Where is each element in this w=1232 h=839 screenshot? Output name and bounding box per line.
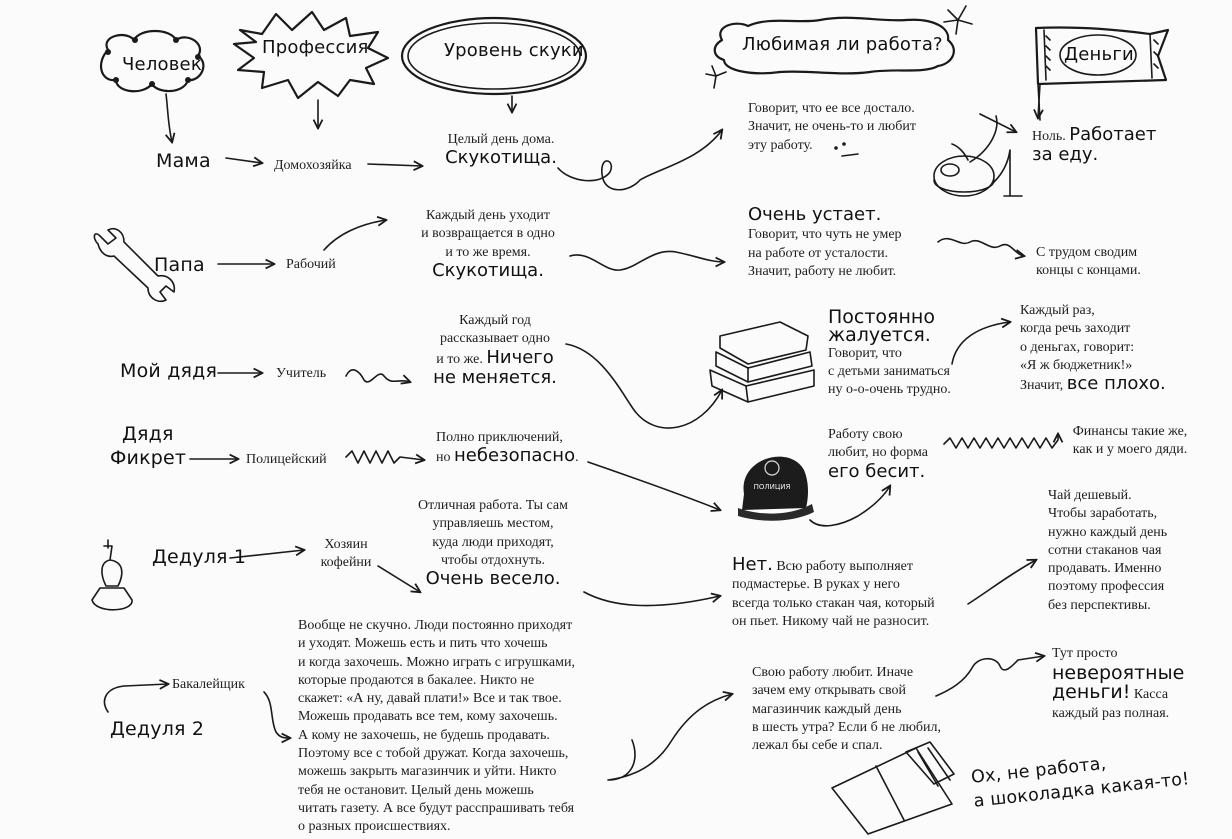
favorite-my-uncle: Постоянно жалуется. Говорит, что с детьм… (828, 308, 951, 399)
person-grandpa-1: Дедуля 1 (152, 546, 246, 568)
profession-my-uncle: Учитель (276, 365, 326, 383)
flag-shape-money (1036, 27, 1168, 120)
boredom-mom: Целый день дома. Скукотища. (426, 131, 576, 168)
header-money: Деньги (1064, 44, 1134, 65)
money-my-uncle: Каждый раз, когда речь заходит о деньгах… (1020, 302, 1166, 395)
profession-grandpa-1: Хозяин кофейни (306, 536, 386, 573)
favorite-grandpa-1: Нет. Всю работу выполняет подмастерье. В… (732, 556, 935, 631)
favorite-mom: Говорит, что ее все достало. Значит, не … (748, 100, 916, 155)
chocolate-bar-icon (832, 742, 954, 834)
boredom-my-uncle: Каждый год рассказывает одно и то же. Ни… (420, 312, 570, 387)
person-mom: Мама (156, 150, 211, 172)
money-grandpa-2: Тут просто невероятные деньги! Касса каж… (1052, 645, 1184, 723)
profession-grandpa-2: Бакалейщик (172, 676, 245, 694)
profession-mom: Домохозяйка (274, 157, 352, 175)
money-mom: Ноль. Работает за еду. (1032, 126, 1156, 167)
police-cap-icon: ПОЛИЦИЯ (738, 457, 814, 521)
person-uncle-fikret: Дядя Фикрет (110, 422, 186, 470)
svg-text:ПОЛИЦИЯ: ПОЛИЦИЯ (754, 483, 791, 491)
header-person: Человек (122, 54, 202, 75)
boredom-dad: Каждый день уходит и возвращается в одно… (408, 207, 568, 280)
boredom-uncle-fikret: Полно приключений, но небезопасно. (436, 429, 579, 468)
profession-uncle-fikret: Полицейский (246, 451, 327, 469)
person-my-uncle: Мой дядя (120, 360, 217, 382)
person-dad: Папа (154, 254, 205, 276)
money-grandpa-1: Чай дешевый. Чтобы заработать, нужно каж… (1048, 487, 1167, 615)
header-boredom-level: Уровень скуки (444, 40, 584, 61)
boredom-grandpa-2: Вообще не скучно. Люди постоянно приходя… (298, 617, 575, 837)
person-grandpa-2: Дедуля 2 (110, 718, 204, 740)
favorite-dad: Очень устает. Говорит, что чуть не умер … (748, 206, 902, 281)
money-dad: С трудом сводим концы с концами. (1036, 244, 1141, 281)
header-favorite-job: Любимая ли работа? (742, 34, 943, 55)
books-stack-icon (710, 322, 814, 402)
tea-glass-icon (92, 540, 132, 610)
money-uncle-fikret: Финансы такие же, как и у моего дяди. (1062, 423, 1198, 460)
favorite-uncle-fikret: Работу свою любит, но форма его бесит. (828, 426, 928, 481)
profession-dad: Рабочий (286, 256, 336, 274)
header-profession: Профессия (262, 37, 369, 58)
boredom-grandpa-1: Отличная работа. Ты сам управляешь место… (408, 497, 578, 588)
favorite-grandpa-2: Свою работу любит. Иначе зачем ему откры… (752, 664, 941, 755)
